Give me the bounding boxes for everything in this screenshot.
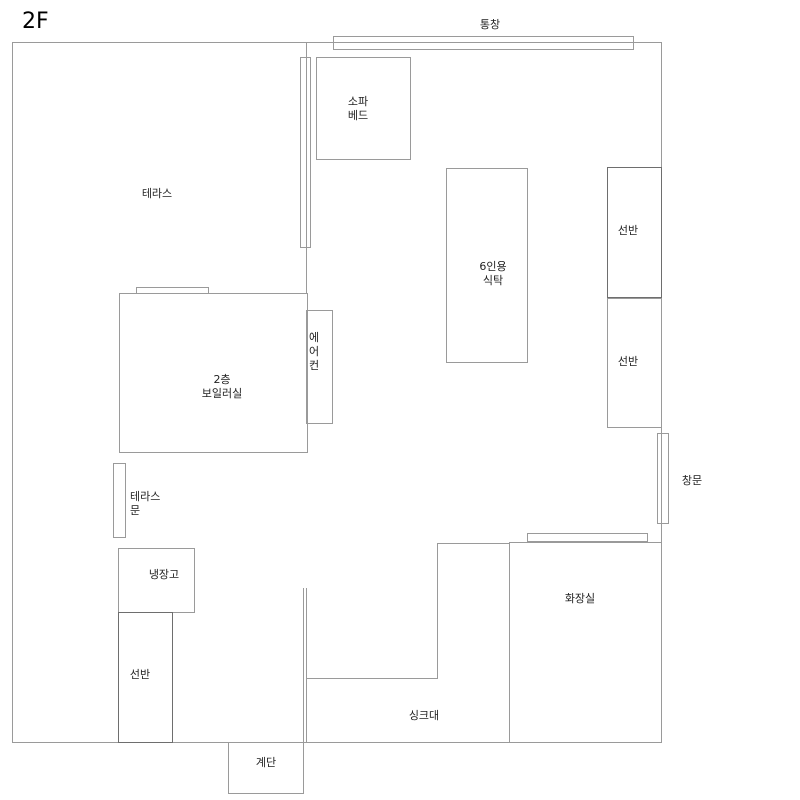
terrace-door-label: 테라스 문 [130, 490, 161, 517]
refrigerator-label: 냉장고 [148, 568, 180, 581]
stairs [228, 742, 304, 794]
terrace-label: 테라스 [141, 187, 173, 200]
sink-counter-top [437, 543, 509, 544]
bathroom-window [527, 533, 648, 542]
shelf-right-top [607, 167, 662, 298]
shelf-right-top-label: 선반 [617, 224, 639, 237]
sink-counter-side [437, 543, 438, 679]
floor-label: 2F [22, 9, 49, 34]
sink-counter-edge [306, 678, 438, 679]
bathroom-label: 화장실 [564, 592, 596, 605]
window-top-label: 통창 [479, 18, 501, 31]
kitchen-partition-a [303, 588, 304, 743]
sink-label: 싱크대 [408, 709, 440, 722]
dining-table [446, 168, 528, 363]
terrace-wall [306, 42, 307, 294]
shelf-right-bottom-label: 선반 [617, 355, 639, 368]
window-right [657, 433, 669, 524]
boiler-room-label: 2층 보일러실 [201, 373, 243, 400]
terrace-door [113, 463, 126, 538]
window-right-label: 창문 [681, 474, 703, 487]
sofa-bed [316, 57, 411, 160]
kitchen-partition-b [306, 588, 307, 743]
shelf-right-bottom [607, 298, 662, 428]
boiler-room-vent [136, 287, 209, 294]
dining-table-label: 6인용 식탁 [479, 260, 507, 287]
terrace-glass-door [300, 57, 311, 248]
air-conditioner-label: 에 어 컨 [308, 331, 320, 372]
bathroom [509, 542, 662, 743]
shelf-left-label: 선반 [129, 668, 151, 681]
shelf-left [118, 612, 173, 743]
stairs-label: 계단 [255, 756, 277, 769]
air-conditioner [306, 310, 333, 424]
sofa-bed-label: 소파 베드 [347, 95, 369, 122]
boiler-room [119, 293, 308, 453]
window-top [333, 36, 634, 50]
